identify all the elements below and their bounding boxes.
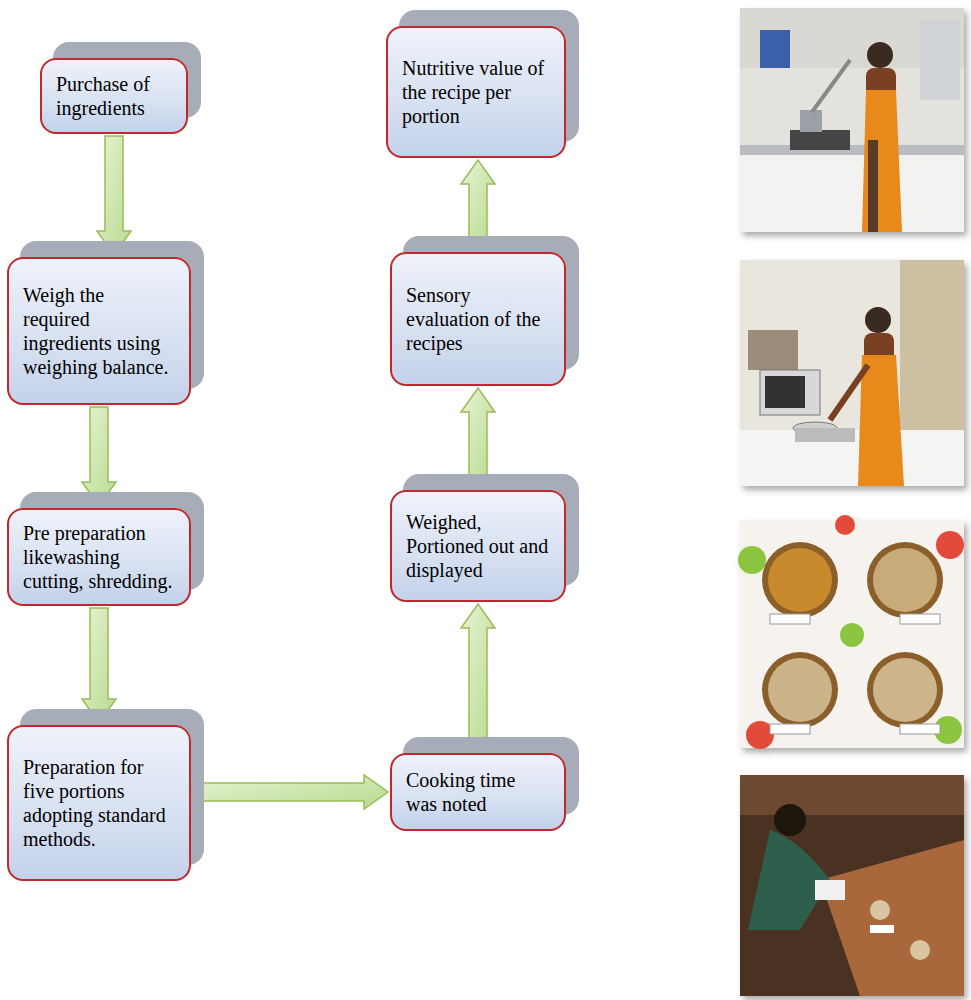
block-arrow	[82, 407, 116, 506]
block-arrow	[461, 388, 495, 488]
step-text: Weigh the required ingredients using wei…	[23, 283, 175, 379]
weighing-photo	[740, 260, 964, 486]
process-box: Cooking time was noted	[390, 753, 566, 831]
block-arrow	[82, 608, 116, 723]
process-box: Purchase of ingredients	[40, 58, 188, 134]
process-box: Weigh the required ingredients using wei…	[7, 257, 191, 405]
process-box: Preparation for five portions adopting s…	[7, 725, 191, 881]
block-arrow	[97, 136, 131, 255]
kitchen-photo	[740, 8, 964, 232]
evaluation-photo	[740, 775, 964, 996]
process-box: Nutritive value of the recipe per portio…	[386, 26, 566, 158]
step-text: Sensory evaluation of the recipes	[406, 283, 550, 355]
step-text: Cooking time was noted	[406, 768, 550, 816]
block-arrow	[461, 604, 495, 751]
block-arrow	[193, 775, 388, 809]
step-text: Pre preparation likewashing cutting, shr…	[23, 521, 175, 593]
step-text: Weighed, Portioned out and displayed	[406, 510, 550, 582]
process-box: Pre preparation likewashing cutting, shr…	[7, 508, 191, 606]
step-text: Nutritive value of the recipe per portio…	[402, 56, 550, 128]
step-text: Preparation for five portions adopting s…	[23, 755, 175, 851]
step-text: Purchase of ingredients	[56, 72, 172, 120]
process-box: Weighed, Portioned out and displayed	[390, 490, 566, 602]
recipes-photo	[738, 515, 964, 749]
process-box: Sensory evaluation of the recipes	[390, 252, 566, 386]
block-arrow	[461, 160, 495, 250]
